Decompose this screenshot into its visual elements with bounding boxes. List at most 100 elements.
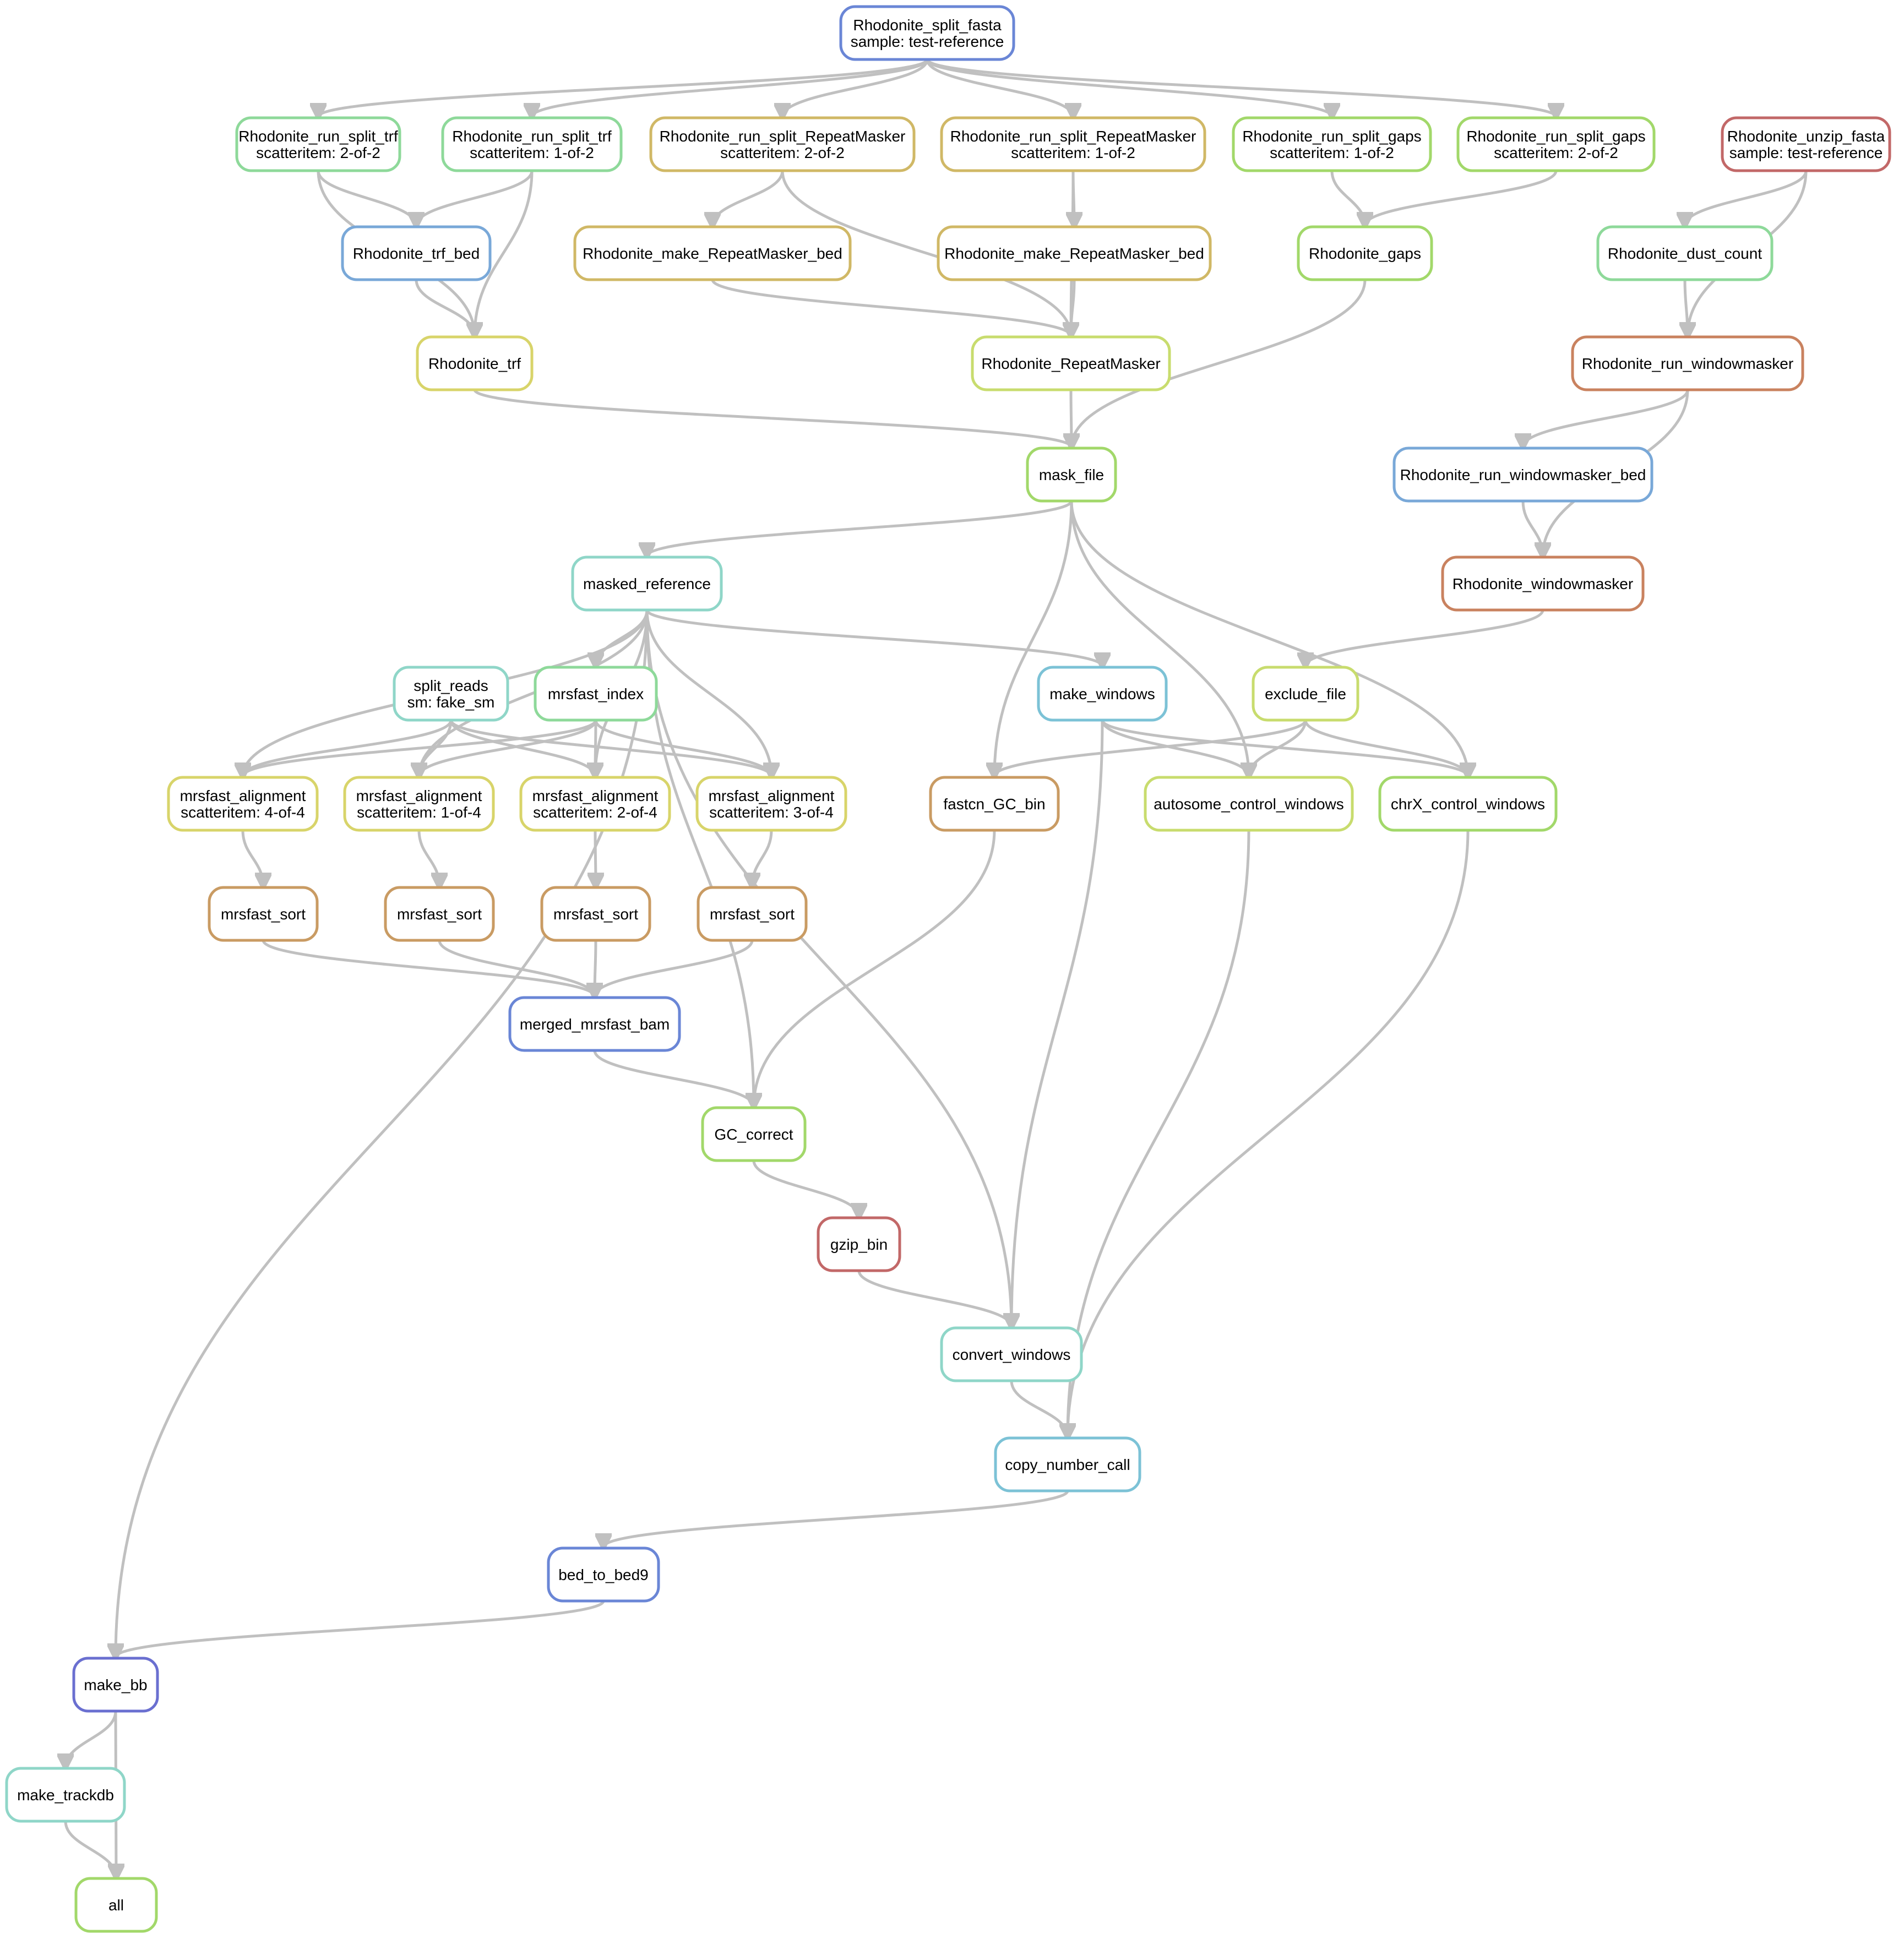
edge-copy_number_call-to-bed_to_bed9 — [603, 1490, 1069, 1547]
edge-mrsfast_index-to-aln_1 — [419, 720, 597, 776]
node-box — [697, 886, 808, 942]
node-box — [1571, 335, 1804, 391]
node-gzip_bin[interactable]: gzip_bin — [817, 1216, 901, 1272]
edge-make_windows-to-convert_windows — [1011, 720, 1104, 1327]
node-sort_a[interactable]: mrsfast_sort — [208, 886, 319, 942]
node-make_bb[interactable]: make_bb — [72, 1657, 159, 1713]
node-box — [534, 666, 658, 722]
edge-mask_file-to-fastcn_gc_bin — [994, 500, 1073, 776]
node-windowmasker[interactable]: Rhodonite_windowmasker — [1441, 555, 1645, 612]
node-make_trackdb[interactable]: make_trackdb — [5, 1767, 126, 1823]
node-fastcn_gc_bin[interactable]: fastcn_GC_bin — [929, 776, 1060, 832]
node-gc_correct[interactable]: GC_correct — [701, 1106, 807, 1162]
edge-make_rm_bed_b-to-repeatmasker — [1071, 279, 1074, 336]
node-repeatmasker[interactable]: Rhodonite_RepeatMasker — [971, 335, 1171, 391]
node-sublabel: sample: test-reference — [851, 33, 1004, 50]
edge-mrsfast_index-to-aln_3 — [594, 720, 771, 776]
node-sort_c[interactable]: mrsfast_sort — [540, 886, 651, 942]
edge-exclude_file-to-autosome_control — [1249, 720, 1307, 776]
edge-make_windows-to-chrx_control — [1101, 719, 1468, 776]
node-label: Rhodonite_run_windowmasker — [1582, 355, 1793, 372]
edge-split_fasta-to-run_split_trf_1 — [532, 58, 929, 117]
edge-sort_c-to-merged_bam — [595, 940, 596, 996]
edge-split_reads-to-aln_2 — [449, 720, 595, 776]
node-box — [1252, 666, 1359, 722]
node-label: autosome_control_windows — [1154, 796, 1344, 813]
node-masked_reference[interactable]: masked_reference — [571, 555, 723, 612]
node-sublabel: scatteritem: 3-of-4 — [709, 804, 834, 821]
edge-trf-to-mask_file — [473, 389, 1071, 447]
node-bed_to_bed9[interactable]: bed_to_bed9 — [547, 1546, 660, 1603]
node-label: Rhodonite_trf_bed — [353, 245, 480, 262]
node-autosome_control[interactable]: autosome_control_windows — [1144, 776, 1354, 832]
edge-aln_2-to-sort_c — [595, 830, 596, 886]
node-label: make_windows — [1049, 685, 1155, 702]
node-sublabel: scatteritem: 1-of-4 — [357, 804, 481, 821]
node-make_windows[interactable]: make_windows — [1037, 666, 1168, 722]
node-box — [416, 335, 534, 391]
node-convert_windows[interactable]: convert_windows — [940, 1326, 1083, 1382]
node-chrx_control[interactable]: chrX_control_windows — [1378, 776, 1558, 832]
node-merged_bam[interactable]: merged_mrsfast_bam — [508, 996, 681, 1052]
node-copy_number_call[interactable]: copy_number_call — [994, 1436, 1141, 1493]
node-label: Rhodonite_run_split_RepeatMasker — [950, 128, 1196, 145]
node-all[interactable]: all — [74, 1877, 158, 1933]
node-box — [971, 335, 1171, 391]
node-label: make_trackdb — [17, 1787, 114, 1804]
node-box — [573, 225, 852, 281]
node-label: Rhodonite_split_fasta — [853, 17, 1002, 34]
edge-masked_reference-to-convert_windows — [645, 609, 1011, 1327]
node-label: mrsfast_sort — [553, 906, 638, 923]
node-box — [701, 1106, 807, 1162]
edge-chrx_control-to-copy_number_call — [1068, 830, 1470, 1437]
node-exclude_file[interactable]: exclude_file — [1252, 666, 1359, 722]
node-gaps[interactable]: Rhodonite_gaps — [1297, 225, 1433, 281]
node-sublabel: sample: test-reference — [1729, 144, 1883, 161]
node-sort_d[interactable]: mrsfast_sort — [697, 886, 808, 942]
node-label: mrsfast_sort — [221, 906, 306, 923]
node-make_rm_bed_a[interactable]: Rhodonite_make_RepeatMasker_bed — [573, 225, 852, 281]
edge-mask_file-to-masked_reference — [647, 500, 1073, 556]
node-mrsfast_index[interactable]: mrsfast_index — [534, 666, 658, 722]
node-label: Rhodonite_windowmasker — [1453, 575, 1633, 592]
edge-make_windows-to-autosome_control — [1101, 720, 1249, 776]
edge-run_windowmasker-to-run_windowmasker_bed — [1523, 389, 1689, 447]
edge-dust_count-to-run_windowmasker — [1685, 279, 1688, 336]
node-run_windowmasker[interactable]: Rhodonite_run_windowmasker — [1571, 335, 1804, 391]
edge-trf_bed-to-trf — [415, 279, 475, 336]
node-box — [519, 776, 671, 832]
node-box — [540, 886, 651, 942]
edge-sort_a-to-merged_bam — [262, 940, 595, 996]
node-box — [208, 886, 319, 942]
node-dust_count[interactable]: Rhodonite_dust_count — [1596, 225, 1774, 281]
node-label: Rhodonite_trf — [428, 355, 521, 372]
node-trf_bed[interactable]: Rhodonite_trf_bed — [341, 225, 492, 281]
node-mask_file[interactable]: mask_file — [1026, 446, 1117, 503]
node-run_split_rm_1[interactable]: Rhodonite_run_split_RepeatMaskerscatteri… — [940, 116, 1206, 172]
node-label: Rhodonite_RepeatMasker — [981, 355, 1160, 372]
node-run_split_rm_2[interactable]: Rhodonite_run_split_RepeatMaskerscatteri… — [649, 116, 916, 172]
edge-make_trackdb-to-all — [64, 1821, 116, 1877]
node-label: exclude_file — [1265, 685, 1346, 702]
node-box — [5, 1767, 126, 1823]
node-label: mrsfast_alignment — [356, 787, 482, 804]
node-sublabel: scatteritem: 1-of-2 — [1270, 144, 1394, 161]
node-sort_b[interactable]: mrsfast_sort — [384, 886, 495, 942]
node-run_windowmasker_bed[interactable]: Rhodonite_run_windowmasker_bed — [1392, 446, 1653, 503]
node-box — [1596, 225, 1774, 281]
node-label: Rhodonite_gaps — [1309, 245, 1421, 262]
node-make_rm_bed_b[interactable]: Rhodonite_make_RepeatMasker_bed — [937, 225, 1212, 281]
node-trf[interactable]: Rhodonite_trf — [416, 335, 534, 391]
node-box — [1456, 116, 1656, 172]
